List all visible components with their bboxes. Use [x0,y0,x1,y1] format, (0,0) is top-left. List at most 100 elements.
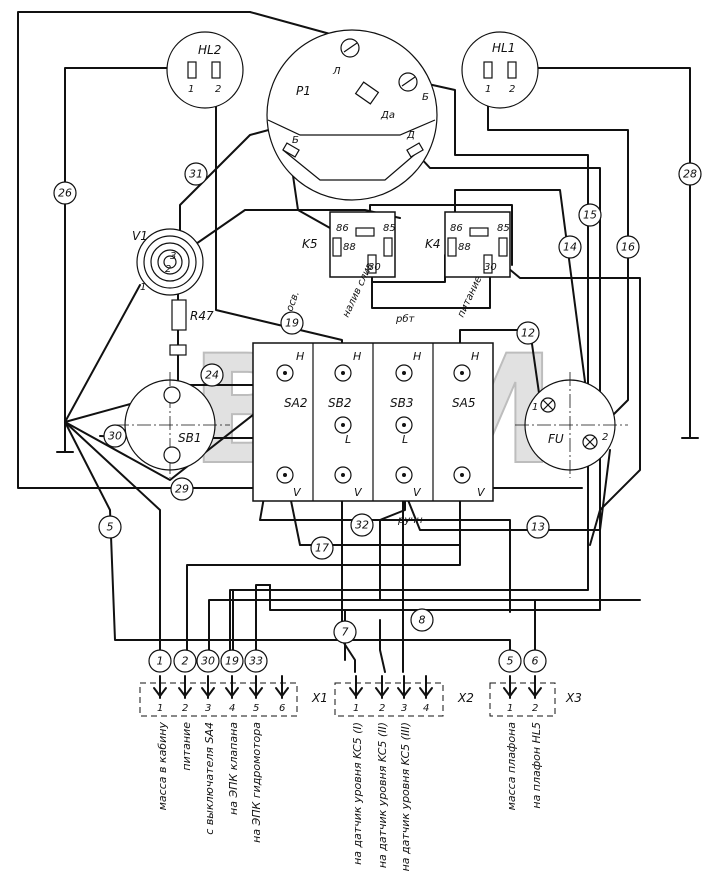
sa2-h: H [296,350,304,363]
pin-number: 1 [353,703,359,714]
X3-description: масса плафона [505,722,518,811]
sa2-label: SA2 [284,396,307,410]
wire-tag-circle [310,536,334,560]
sb2-label: SB2 [328,396,351,410]
X2-pin: 2 [375,675,389,714]
X1-description: на ЭПК клапана [227,722,240,815]
wire-tag-circle [558,235,582,259]
wire-tag-circle [173,649,197,673]
wire-tag: 31 [184,162,208,186]
pin-number: 1 [157,703,163,714]
wire-tag: 5 [98,515,122,539]
wire-tag: 30 [103,424,127,448]
wire-tag: 16 [616,235,640,259]
sb3-switch: H SB3 L V [390,350,422,499]
sb3-h: H [413,350,421,363]
p1-device: P1 Л Да Б Б Д [266,29,438,201]
hl2-label: HL2 [198,43,221,57]
sb3-label: SB3 [390,396,413,410]
x1-wire-tag: 19 [220,649,244,673]
wire-tag-number: 1 [157,655,164,668]
wire-tag-number: 31 [189,168,203,181]
wire-tag: 8 [410,608,434,632]
wire-tag-circle [170,477,194,501]
r47-resistor: R47 [169,299,214,356]
X3-pin: 1 [503,675,517,714]
wire-tag-number: 12 [521,327,535,340]
X3-description: на плафон HL5 [530,722,543,809]
fu-pin1: 1 [532,402,538,413]
p1-term-da: Да [380,110,395,121]
x1-wire-tag: 2 [173,649,197,673]
X1-pin: 4 [225,675,239,714]
pin-number: 3 [205,703,211,714]
X1-pin: 3 [201,675,215,714]
X1-description: с выключателя SA4 [203,722,216,835]
pin-number: 5 [253,703,259,714]
wire-tag-circle [523,649,547,673]
pin-number: 4 [229,703,235,714]
wire-tag-circle [516,321,540,345]
hl2-pin1: 1 [188,84,194,95]
k5-pin-85: 85 [383,223,396,234]
p1-term-d: Д [406,130,415,141]
wire-tag-number: 30 [108,430,122,443]
r47-label: R47 [190,309,214,323]
fu-fuse: FU 1 2 [515,372,628,478]
wire-tag-circle [98,515,122,539]
pin-number: 2 [532,703,538,714]
wire-tag-circle [350,513,374,537]
wire-tag-number: 5 [107,521,114,534]
k5-pin-88: 88 [343,242,356,253]
wire-tag: 7 [333,620,357,644]
wire-tag-circle [244,649,268,673]
k5-relay: 86 85 88 30 K5 [302,211,396,278]
pin-number: 3 [401,703,407,714]
wire-tag-circle [196,649,220,673]
X2-pin: 3 [397,675,411,714]
wire-tag: 14 [558,235,582,259]
wires [17,11,699,673]
wire-tag-number: 5 [507,655,514,668]
fu-pin2: 2 [602,432,608,443]
x2-label: X2 [457,691,474,705]
wire-tag-number: 16 [621,241,635,254]
k4-label: K4 [425,237,441,251]
annotation-ruchn: ручн [397,515,423,526]
wire-tag-number: 17 [315,542,329,555]
sa5-h: H [471,350,479,363]
annotation-osv: осв. [284,290,301,313]
wire-tag-number: 2 [182,655,189,668]
p1-term-b: Б [292,135,299,146]
wire-tag-circle [200,363,224,387]
wire-tag-circle [498,649,522,673]
wire-tag: 24 [200,363,224,387]
hl2-pin2: 2 [215,84,221,95]
x1-wire-tag: 33 [244,649,268,673]
hl2-lamp: HL2 1 2 [166,31,244,109]
wire-tag-number: 26 [58,187,72,200]
pin-number: 1 [507,703,513,714]
sb2-v: V [354,486,363,499]
sa5-switch: H SA5 V [452,350,486,499]
x3-label: X3 [565,691,582,705]
v1-pin3: 3 [170,251,176,262]
k5-label: K5 [302,237,318,251]
x1-wire-tag: 30 [196,649,220,673]
sb3-l: L [402,433,408,446]
X1-pin: 2 [178,675,192,714]
X2-description: на датчик уровня KC5 (II) [376,722,389,868]
wire-tag: 15 [578,203,602,227]
wire-tag-number: 7 [342,626,349,639]
pin-number: 6 [279,703,285,714]
k4-pin-88: 88 [458,242,471,253]
hl1-lamp: HL1 1 2 [461,31,539,109]
